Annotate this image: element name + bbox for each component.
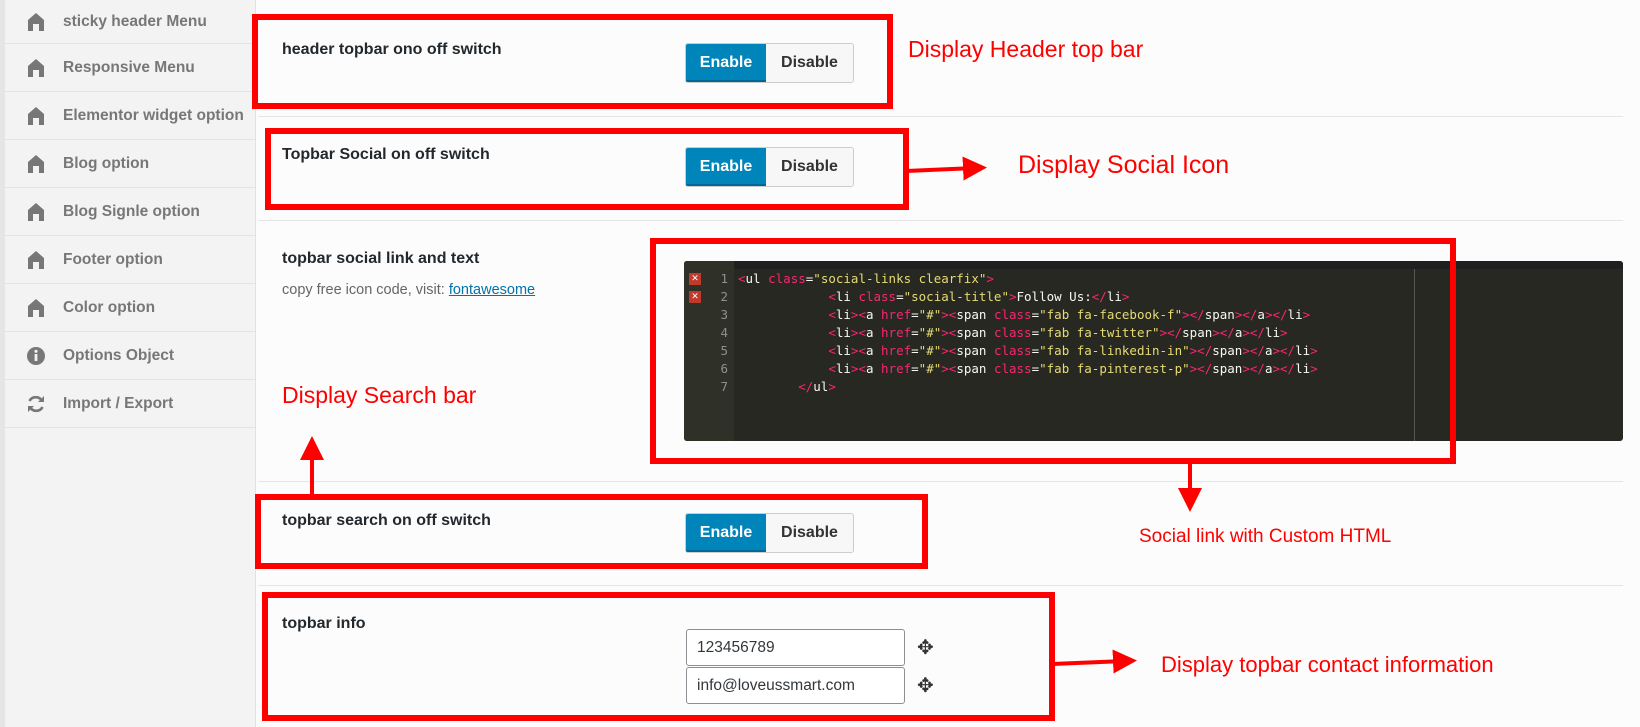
sidebar-item-label: Blog option — [63, 154, 150, 172]
disable-button[interactable]: Disable — [766, 514, 853, 552]
code-text: <li><a href="#"><span class="fab fa-link… — [828, 343, 1318, 358]
sidebar-item[interactable]: Blog option — [5, 140, 255, 188]
social-link-label: topbar social link and text — [282, 250, 480, 267]
line-number: 6 — [720, 361, 728, 376]
sidebar-item-label: Responsive Menu — [63, 58, 195, 76]
sidebar-item-label: Footer option — [63, 250, 163, 268]
code-line: ✕ 1 <ul class="social-links clearfix"> — [684, 270, 1623, 288]
code-editor[interactable]: ✕ 1 <ul class="social-links clearfix"> ✕ 2 <… — [684, 261, 1623, 441]
disable-button[interactable]: Disable — [766, 44, 853, 82]
move-icon[interactable]: ✥ — [917, 675, 934, 697]
home-icon — [25, 11, 47, 33]
code-text: <li><a href="#"><span class="fab fa-face… — [828, 307, 1311, 322]
sidebar-item[interactable]: Elementor widget option — [5, 92, 255, 140]
email-input[interactable] — [686, 667, 905, 704]
info-icon — [25, 345, 47, 367]
sidebar-item-label: Options Object — [63, 346, 175, 364]
sidebar-item[interactable]: Responsive Menu — [5, 44, 255, 92]
phone-input[interactable] — [686, 629, 905, 666]
home-icon — [25, 105, 47, 127]
error-icon: ✕ — [689, 273, 701, 285]
topbar-switch-label: header topbar ono off switch — [282, 41, 502, 58]
search-switch: Enable Disable — [685, 513, 854, 553]
home-icon — [25, 153, 47, 175]
line-number: 7 — [720, 379, 728, 394]
code-text: <li><a href="#"><span class="fab fa-pint… — [828, 361, 1318, 376]
enable-button[interactable]: Enable — [686, 514, 766, 552]
sidebar-item[interactable]: Color option — [5, 284, 255, 332]
home-icon — [25, 57, 47, 79]
info-label: topbar info — [282, 615, 366, 632]
annotation-contact-info: Display topbar contact information — [1161, 652, 1494, 677]
code-line: ✕ 2 <li class="social-title">Follow Us:</… — [684, 288, 1623, 306]
social-switch-label: Topbar Social on off switch — [282, 146, 490, 163]
sidebar-item-label: Color option — [63, 298, 156, 316]
annotation-custom-html: Social link with Custom HTML — [1139, 526, 1392, 547]
sidebar-item-label: Elementor widget option — [63, 106, 244, 124]
code-text: <li><a href="#"><span class="fab fa-twit… — [828, 325, 1288, 340]
social-switch: Enable Disable — [685, 147, 854, 187]
sidebar-item-label: Import / Export — [63, 394, 174, 412]
disable-button[interactable]: Disable — [766, 148, 853, 186]
code-line: 7 </ul> — [684, 378, 1623, 396]
code-line: 5 <li><a href="#"><span class="fab fa-li… — [684, 342, 1623, 360]
code-line: 6 <li><a href="#"><span class="fab fa-pi… — [684, 360, 1623, 378]
home-icon — [25, 249, 47, 271]
topbar-switch: Enable Disable — [685, 43, 854, 83]
code-text: </ul> — [798, 379, 836, 394]
sidebar-item[interactable]: Options Object — [5, 332, 255, 380]
search-switch-label: topbar search on off switch — [282, 512, 491, 529]
home-icon — [25, 297, 47, 319]
sidebar-item[interactable]: sticky header Menu — [5, 0, 255, 44]
line-number: 2 — [720, 289, 728, 304]
code-line: 3 <li><a href="#"><span class="fab fa-fa… — [684, 306, 1623, 324]
enable-button[interactable]: Enable — [686, 148, 766, 186]
home-icon — [25, 201, 47, 223]
desc-text: copy free icon code, visit: — [282, 282, 445, 298]
code-line: 4 <li><a href="#"><span class="fab fa-tw… — [684, 324, 1623, 342]
sidebar-item[interactable]: Import / Export — [5, 380, 255, 428]
setting-row-social: Topbar Social on off switch Enable Disab… — [258, 117, 1623, 221]
line-number: 1 — [720, 271, 728, 286]
error-icon: ✕ — [689, 291, 701, 303]
editor-topbar — [684, 261, 1623, 269]
line-number: 3 — [720, 307, 728, 322]
fontawesome-link[interactable]: fontawesome — [448, 282, 536, 298]
code-text: <ul class="social-links clearfix"> — [738, 271, 994, 286]
sidebar-item-label: sticky header Menu — [63, 12, 207, 30]
sidebar-item[interactable]: Footer option — [5, 236, 255, 284]
social-link-desc: copy free icon code, visit: fontawesome — [282, 282, 535, 298]
annotation-search-bar: Display Search bar — [282, 382, 477, 408]
setting-row-search: topbar search on off switch Enable Disab… — [258, 482, 1623, 586]
annotation-header-topbar: Display Header top bar — [908, 36, 1144, 62]
sidebar-item[interactable]: Blog Signle option — [5, 188, 255, 236]
move-icon[interactable]: ✥ — [917, 637, 934, 659]
annotation-social-icon: Display Social Icon — [1018, 151, 1230, 179]
enable-button[interactable]: Enable — [686, 44, 766, 82]
line-number: 5 — [720, 343, 728, 358]
code-text: <li class="social-title">Follow Us:</li> — [828, 289, 1130, 304]
refresh-icon — [25, 393, 47, 415]
line-number: 4 — [720, 325, 728, 340]
setting-row-social-link: topbar social link and text copy free ic… — [258, 221, 1623, 482]
sidebar-item-label: Blog Signle option — [63, 202, 200, 220]
